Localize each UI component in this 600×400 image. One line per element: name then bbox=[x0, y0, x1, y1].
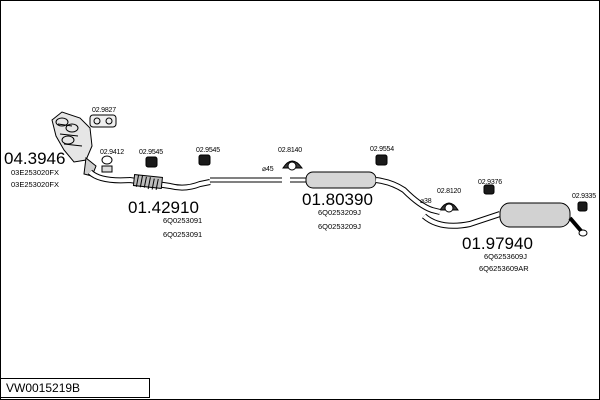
rubber-mount-part[interactable] bbox=[145, 154, 588, 212]
oe-number-centre-silencer-1: 6Q0253209J bbox=[318, 208, 361, 217]
oe-number-rear-silencer-2: 6Q6253609AR bbox=[479, 264, 529, 273]
front-pipe-part[interactable] bbox=[87, 169, 282, 191]
part-number-mount-d: 02.9376 bbox=[478, 179, 502, 186]
rear-silencer-part[interactable] bbox=[422, 202, 588, 237]
part-number-mount-a: 02.9545 bbox=[139, 149, 163, 156]
diameter-rear-label: ⌀38 bbox=[420, 198, 432, 205]
part-number-mount-e: 02.9335 bbox=[572, 193, 596, 200]
rear-clamp-part[interactable] bbox=[439, 202, 459, 213]
centre-silencer-part[interactable] bbox=[290, 171, 441, 215]
part-number-ring-a: 02.9412 bbox=[100, 149, 124, 156]
oe-number-rear-silencer-1: 6Q6253609J bbox=[484, 252, 527, 261]
reference-number-box: VW0015219B bbox=[0, 378, 150, 398]
front-clamp-part[interactable] bbox=[282, 160, 303, 171]
part-number-clamp-rear: 02.8120 bbox=[437, 188, 461, 195]
oe-number-front-pipe-1: 6Q0253091 bbox=[163, 216, 202, 225]
oe-number-manifold-1: 03E253020FX bbox=[11, 168, 59, 177]
main-part-number-rear-silencer: 01.97940 bbox=[462, 234, 533, 253]
manifold-gasket-part[interactable] bbox=[89, 114, 117, 128]
oe-number-front-pipe-2: 6Q0253091 bbox=[163, 230, 202, 239]
ring-gasket-part[interactable] bbox=[101, 155, 113, 173]
part-number-mount-b: 02.9545 bbox=[196, 147, 220, 154]
oe-number-manifold-2: 03E253020FX bbox=[11, 180, 59, 189]
oe-number-centre-silencer-2: 6Q0253209J bbox=[318, 222, 361, 231]
main-part-number-manifold: 04.3946 bbox=[4, 149, 65, 168]
part-number-gasket-manifold: 02.9827 bbox=[92, 107, 116, 114]
main-part-number-front-pipe: 01.42910 bbox=[128, 198, 199, 217]
main-part-number-centre-silencer: 01.80390 bbox=[302, 190, 373, 209]
diameter-front-label: ⌀45 bbox=[262, 166, 274, 173]
part-number-mount-c: 02.9554 bbox=[370, 146, 394, 153]
part-number-clamp-front: 02.8140 bbox=[278, 147, 302, 154]
